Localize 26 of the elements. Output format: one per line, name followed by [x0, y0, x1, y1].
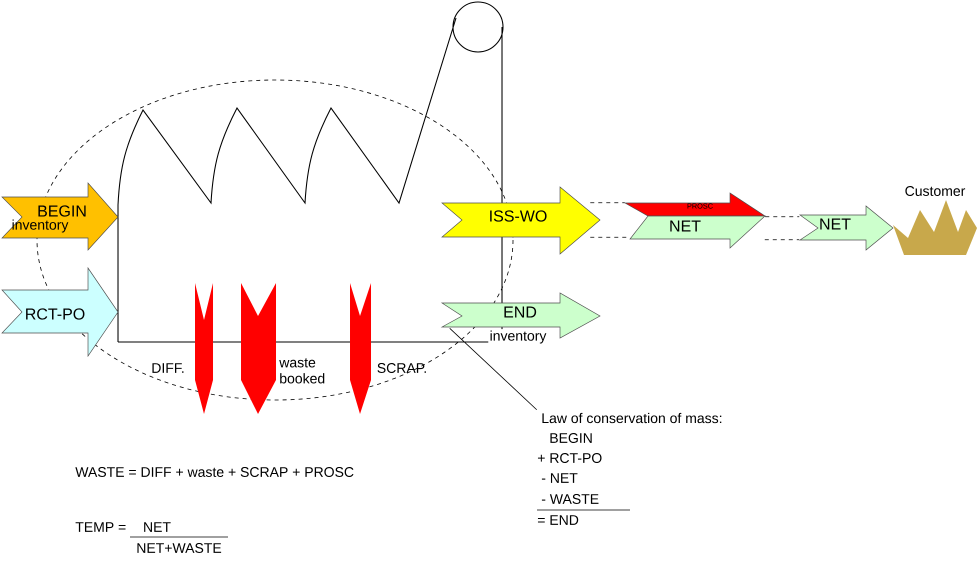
law-text-line: + RCT-PO [538, 453, 602, 463]
arrow-label: inventory [488, 329, 548, 345]
arrow-label: ISS-WO [490, 210, 547, 222]
law-text-line: BEGIN [550, 433, 592, 443]
caption-text: Customer [905, 186, 966, 196]
law-text-line: = END [538, 515, 578, 525]
arrow-label: BEGIN [38, 205, 86, 217]
arrow-label: inventory [12, 219, 68, 233]
formula-text: WASTE = DIFF + waste + SCRAP + PROSC [75, 467, 354, 477]
formula-text: TEMP = [76, 522, 126, 532]
dashed-connector [764, 239, 800, 240]
law-text-line: - NET [542, 473, 578, 483]
formula-text: NET [144, 522, 171, 532]
formula-text: NET+WASTE [137, 543, 222, 553]
arrow-label: END [504, 306, 536, 318]
arrow-label: NET [820, 218, 851, 230]
dashed-connector [764, 216, 800, 218]
caption-text: SCRAP. [377, 363, 426, 373]
law-text-line: - WASTE [542, 494, 598, 504]
arrow-label: RCT-PO [26, 308, 84, 320]
caption-text: waste booked [279, 358, 324, 384]
leader-line [449, 328, 538, 410]
caption-text: DIFF. [152, 363, 184, 373]
dashed-connector [590, 202, 626, 204]
law-text-line: Law of conservation of mass: [542, 412, 722, 424]
arrow-label: NET [670, 220, 701, 232]
